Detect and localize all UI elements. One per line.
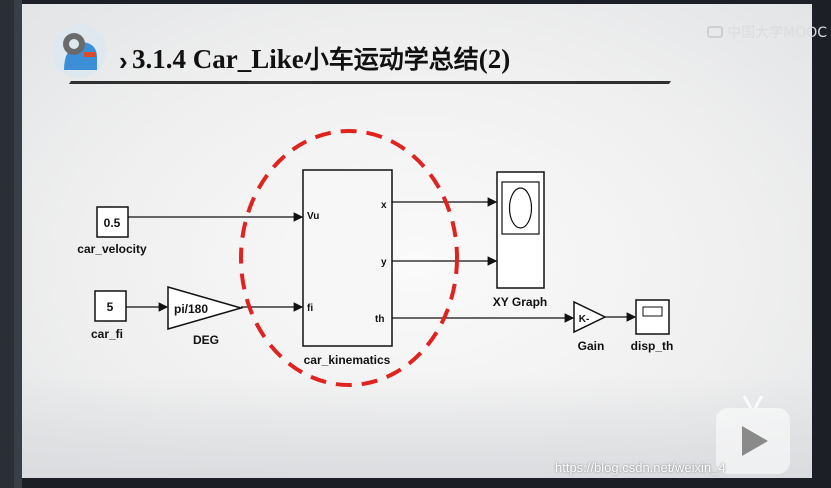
gain-value: K- bbox=[579, 314, 590, 325]
slide-title: 3.1.4 Car_Like小车运动学总结(2) bbox=[132, 40, 510, 76]
play-button[interactable] bbox=[716, 396, 790, 474]
car-velocity-label: car_velocity bbox=[77, 242, 147, 256]
disp-th-block[interactable] bbox=[635, 299, 670, 335]
highlight-ellipse bbox=[239, 129, 459, 387]
car-fi-label: car_fi bbox=[91, 327, 123, 341]
title-cjk: 小车运动学总结 bbox=[303, 45, 479, 74]
deg-gain-label: DEG bbox=[193, 333, 219, 347]
port-fi: fi bbox=[307, 303, 313, 314]
port-vu: Vu bbox=[307, 211, 319, 222]
car-fi-value: 5 bbox=[107, 300, 114, 314]
port-y: y bbox=[381, 257, 387, 268]
title-prefix: 3.1.4 Car_Like bbox=[132, 44, 304, 74]
xy-graph-label: XY Graph bbox=[493, 295, 547, 309]
gain-label: Gain bbox=[578, 339, 605, 353]
car-kinematics-label: car_kinematics bbox=[304, 353, 391, 367]
port-th: th bbox=[375, 314, 384, 325]
xy-graph-trace bbox=[508, 187, 533, 229]
play-icon bbox=[742, 426, 768, 456]
lecture-slide: › 3.1.4 Car_Like小车运动学总结(2) 0.5 car_veloc… bbox=[22, 4, 812, 478]
deg-gain-value: pi/180 bbox=[174, 302, 208, 316]
robot-gear-icon bbox=[52, 24, 106, 78]
title-suffix: (2) bbox=[478, 44, 511, 74]
mooc-brand: 中国大学MOOC bbox=[707, 22, 827, 42]
brand-text: 中国大学MOOC bbox=[727, 25, 827, 41]
car-velocity-value: 0.5 bbox=[104, 216, 121, 230]
disp-th-screen bbox=[642, 306, 663, 317]
mooc-logo-icon bbox=[707, 26, 724, 38]
url-watermark: https://blog.csdn.net/weixin_4 bbox=[555, 460, 726, 475]
chevron-right-icon: › bbox=[119, 46, 128, 76]
car-velocity-block[interactable] bbox=[96, 206, 129, 238]
disp-th-label: disp_th bbox=[631, 339, 674, 353]
slide-background-shade bbox=[22, 374, 812, 478]
tv-antenna-icon bbox=[742, 396, 764, 409]
signal-lines bbox=[126, 197, 637, 323]
car-kinematics-block[interactable] bbox=[302, 169, 393, 347]
port-x: x bbox=[381, 200, 387, 211]
car-fi-block[interactable] bbox=[94, 290, 127, 322]
xy-graph-screen bbox=[501, 181, 540, 235]
simulink-diagram: 0.5 car_velocity 5 car_fi pi/180 DEG Vu … bbox=[77, 129, 674, 387]
